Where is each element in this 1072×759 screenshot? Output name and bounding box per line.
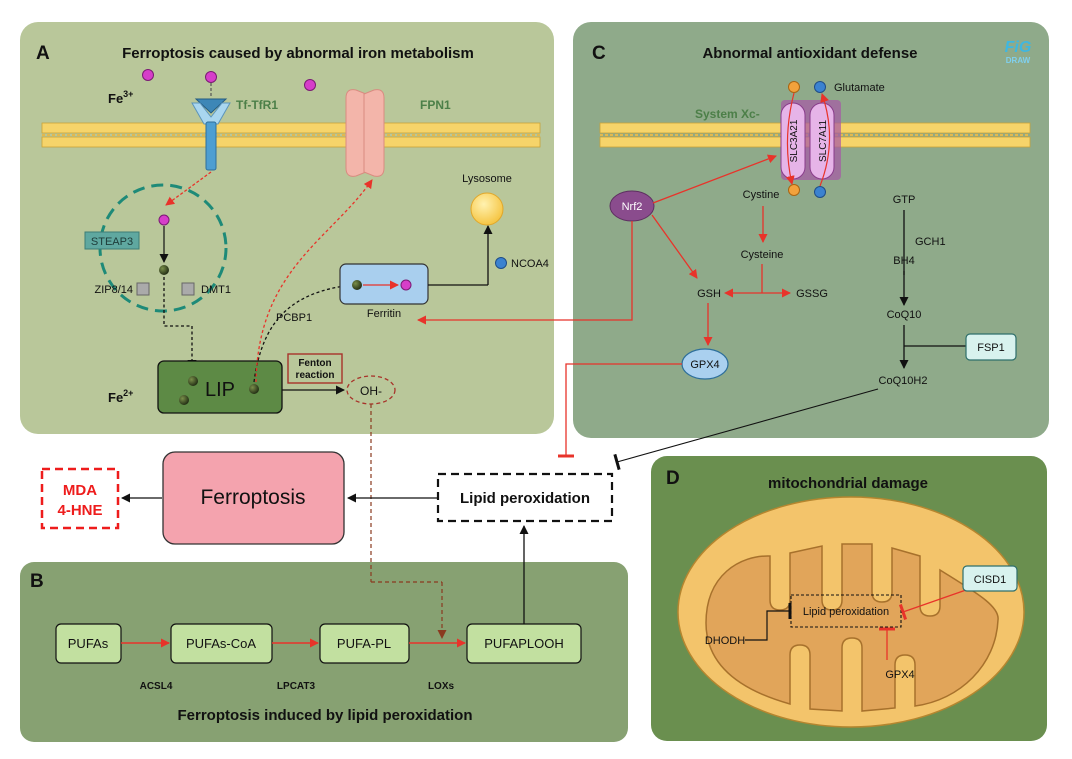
steap3-box	[84, 231, 140, 250]
ferritin-box	[339, 263, 429, 305]
gsh-label: GSH	[697, 288, 721, 300]
lpcat3-label: LPCAT3	[277, 681, 316, 692]
ferrous-iron-ball	[159, 265, 169, 275]
panel-c-background	[573, 22, 1049, 438]
cystine-label: Cystine	[743, 189, 780, 201]
panel-d-title: mitochondrial damage	[768, 475, 928, 492]
coq10-label: CoQ10	[887, 309, 922, 321]
hne-label: 4-HNE	[57, 502, 102, 519]
bh4-label: BH4	[893, 255, 914, 267]
cisd1-box	[962, 565, 1018, 592]
pufas-coa-label: PUFAs-CoA	[186, 636, 256, 651]
iron-ion	[142, 69, 154, 81]
ferrous-iron-ball	[352, 280, 362, 290]
ferrous-iron-ball	[249, 384, 259, 394]
lipid-peroxidation-label: Lipid peroxidation	[460, 490, 590, 507]
system-xc-label: System Xc-	[695, 107, 760, 121]
lysosome-label: Lysosome	[462, 173, 512, 185]
zip-label: ZIP8/14	[94, 284, 133, 296]
fe2-label: Fe2+	[108, 388, 133, 405]
tf-tfr1-label: Tf-TfR1	[236, 98, 278, 112]
pcbp1-label: PCBP1	[276, 312, 312, 324]
panel-b-title: Ferroptosis induced by lipid peroxidatio…	[177, 707, 472, 724]
gtp-label: GTP	[893, 194, 916, 206]
cell-membrane-a	[41, 122, 541, 148]
gch1-label: GCH1	[915, 236, 946, 248]
mito-lipid-peroxidation-label: Lipid peroxidation	[803, 606, 889, 618]
ferroptosis-box	[162, 451, 345, 545]
dmt1-transporter	[181, 282, 195, 296]
cystine-molecule	[788, 81, 800, 93]
panel-a-background	[20, 22, 554, 434]
loxs-label: LOXs	[428, 681, 455, 692]
iron-ion	[205, 71, 217, 83]
pufa-pl-label: PUFA-PL	[337, 636, 391, 651]
svg-text:FiG: FiG	[1005, 39, 1032, 56]
ferroptosis-label: Ferroptosis	[200, 486, 305, 509]
lipid-pathway: PUFAs PUFAs-CoA PUFA-PL PUFAPLOOH	[55, 623, 582, 664]
ferrous-iron-ball	[188, 376, 198, 386]
ferritin-label: Ferritin	[367, 308, 401, 320]
panel-c-title: Abnormal antioxidant defense	[702, 45, 917, 62]
fenton-line2: reaction	[296, 370, 335, 381]
ncoa4-icon	[495, 257, 507, 269]
fenton-reaction-box	[287, 353, 343, 384]
glutamate-label: Glutamate	[834, 82, 885, 94]
dhodh-label: DHODH	[705, 635, 745, 647]
panel-a-letter: A	[36, 43, 50, 64]
fpn1-label: FPN1	[420, 98, 451, 112]
ferrous-iron-ball	[179, 395, 189, 405]
ncoa4-label: NCOA4	[511, 258, 549, 270]
cysteine-label: Cysteine	[741, 249, 784, 261]
slc7a11-label: SLC7A11	[818, 120, 829, 163]
pufas-label: PUFAs	[68, 636, 109, 651]
acsl4-label: ACSL4	[140, 681, 173, 692]
figdraw-logo: FiG DRAW	[1005, 39, 1032, 65]
glutamate-molecule	[814, 186, 826, 198]
lipid-peroxidation-box	[436, 472, 614, 523]
iron-ion	[400, 279, 412, 291]
lip-label: LIP	[205, 379, 235, 401]
nrf2-label: Nrf2	[622, 201, 643, 213]
cystine-molecule	[788, 184, 800, 196]
gpx4-label: GPX4	[690, 359, 719, 371]
lysosome	[470, 192, 504, 226]
panel-b-letter: B	[30, 571, 44, 592]
pufaplooh-label: PUFAPLOOH	[484, 636, 563, 651]
fsp1-label: FSP1	[977, 342, 1005, 354]
slc3a21-label: SLC3A21	[789, 119, 800, 162]
glutamate-molecule	[814, 81, 826, 93]
tf-tfr1-receptor	[191, 98, 231, 171]
cisd1-label: CISD1	[974, 574, 1006, 586]
mito-gpx4-label: GPX4	[885, 669, 914, 681]
iron-ion	[304, 79, 316, 91]
fsp1-box	[965, 333, 1017, 361]
panel-c-letter: C	[592, 43, 606, 64]
steap3-label: STEAP3	[91, 236, 133, 248]
iron-ion	[158, 214, 170, 226]
mda-label: MDA	[63, 482, 97, 499]
fpn1-channel	[345, 89, 385, 177]
svg-text:DRAW: DRAW	[1006, 56, 1031, 65]
coq10h2-label: CoQ10H2	[879, 375, 928, 387]
fe3-label: Fe3+	[108, 89, 133, 106]
panel-a-title: Ferroptosis caused by abnormal iron meta…	[122, 45, 474, 62]
mda-4hne-box	[40, 467, 120, 530]
oh-label: OH-	[360, 384, 382, 398]
dmt1-label: DMT1	[201, 284, 231, 296]
panel-d-letter: D	[666, 468, 680, 489]
gssg-label: GSSG	[796, 288, 828, 300]
fenton-line1: Fenton	[298, 358, 331, 369]
zip-transporter	[136, 282, 150, 296]
